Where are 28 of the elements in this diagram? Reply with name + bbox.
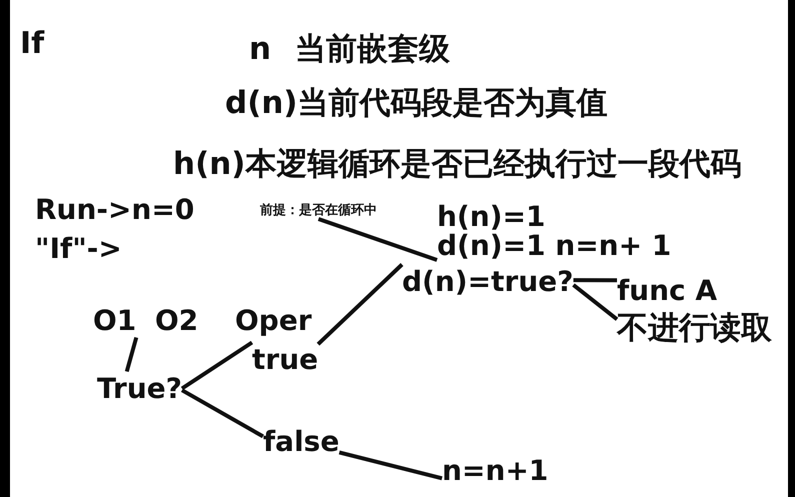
branch-label: false <box>263 424 340 458</box>
definition-text: h(n)本逻辑循环是否已经执行过一段代码 <box>173 146 742 182</box>
condition-text: True? <box>97 372 182 406</box>
connector-line <box>316 263 404 346</box>
definition-text: d(n)当前代码段是否为真值 <box>225 84 608 122</box>
operand-label: O2 <box>155 304 198 338</box>
action-text: 不进行读取 <box>617 310 772 347</box>
operand-label: O1 <box>93 304 136 338</box>
action-text: func A <box>617 274 718 308</box>
connector-line <box>572 283 618 321</box>
code-statement: d(n)=1 n=n+ 1 <box>437 231 672 260</box>
connector-line <box>180 340 254 390</box>
definition-text: 当前嵌套级 <box>295 30 450 68</box>
operator-label: Oper <box>235 304 312 338</box>
variable-name: n <box>249 30 272 68</box>
branch-label: true <box>252 342 318 376</box>
code-statement: h(n)=1 <box>437 202 546 231</box>
title: If <box>20 26 44 62</box>
connector-line <box>318 217 438 262</box>
code-statement: "If"-> <box>35 232 122 266</box>
code-statement: n=n+1 <box>442 454 548 488</box>
code-statement: Run->n=0 <box>35 192 194 227</box>
connector-line <box>181 388 264 438</box>
connector-line <box>338 450 442 480</box>
connector-line <box>124 336 138 372</box>
condition-text: d(n)=true? <box>402 264 574 298</box>
connector-line <box>573 278 617 282</box>
note-text: 前提：是否在循环中 <box>260 203 377 219</box>
